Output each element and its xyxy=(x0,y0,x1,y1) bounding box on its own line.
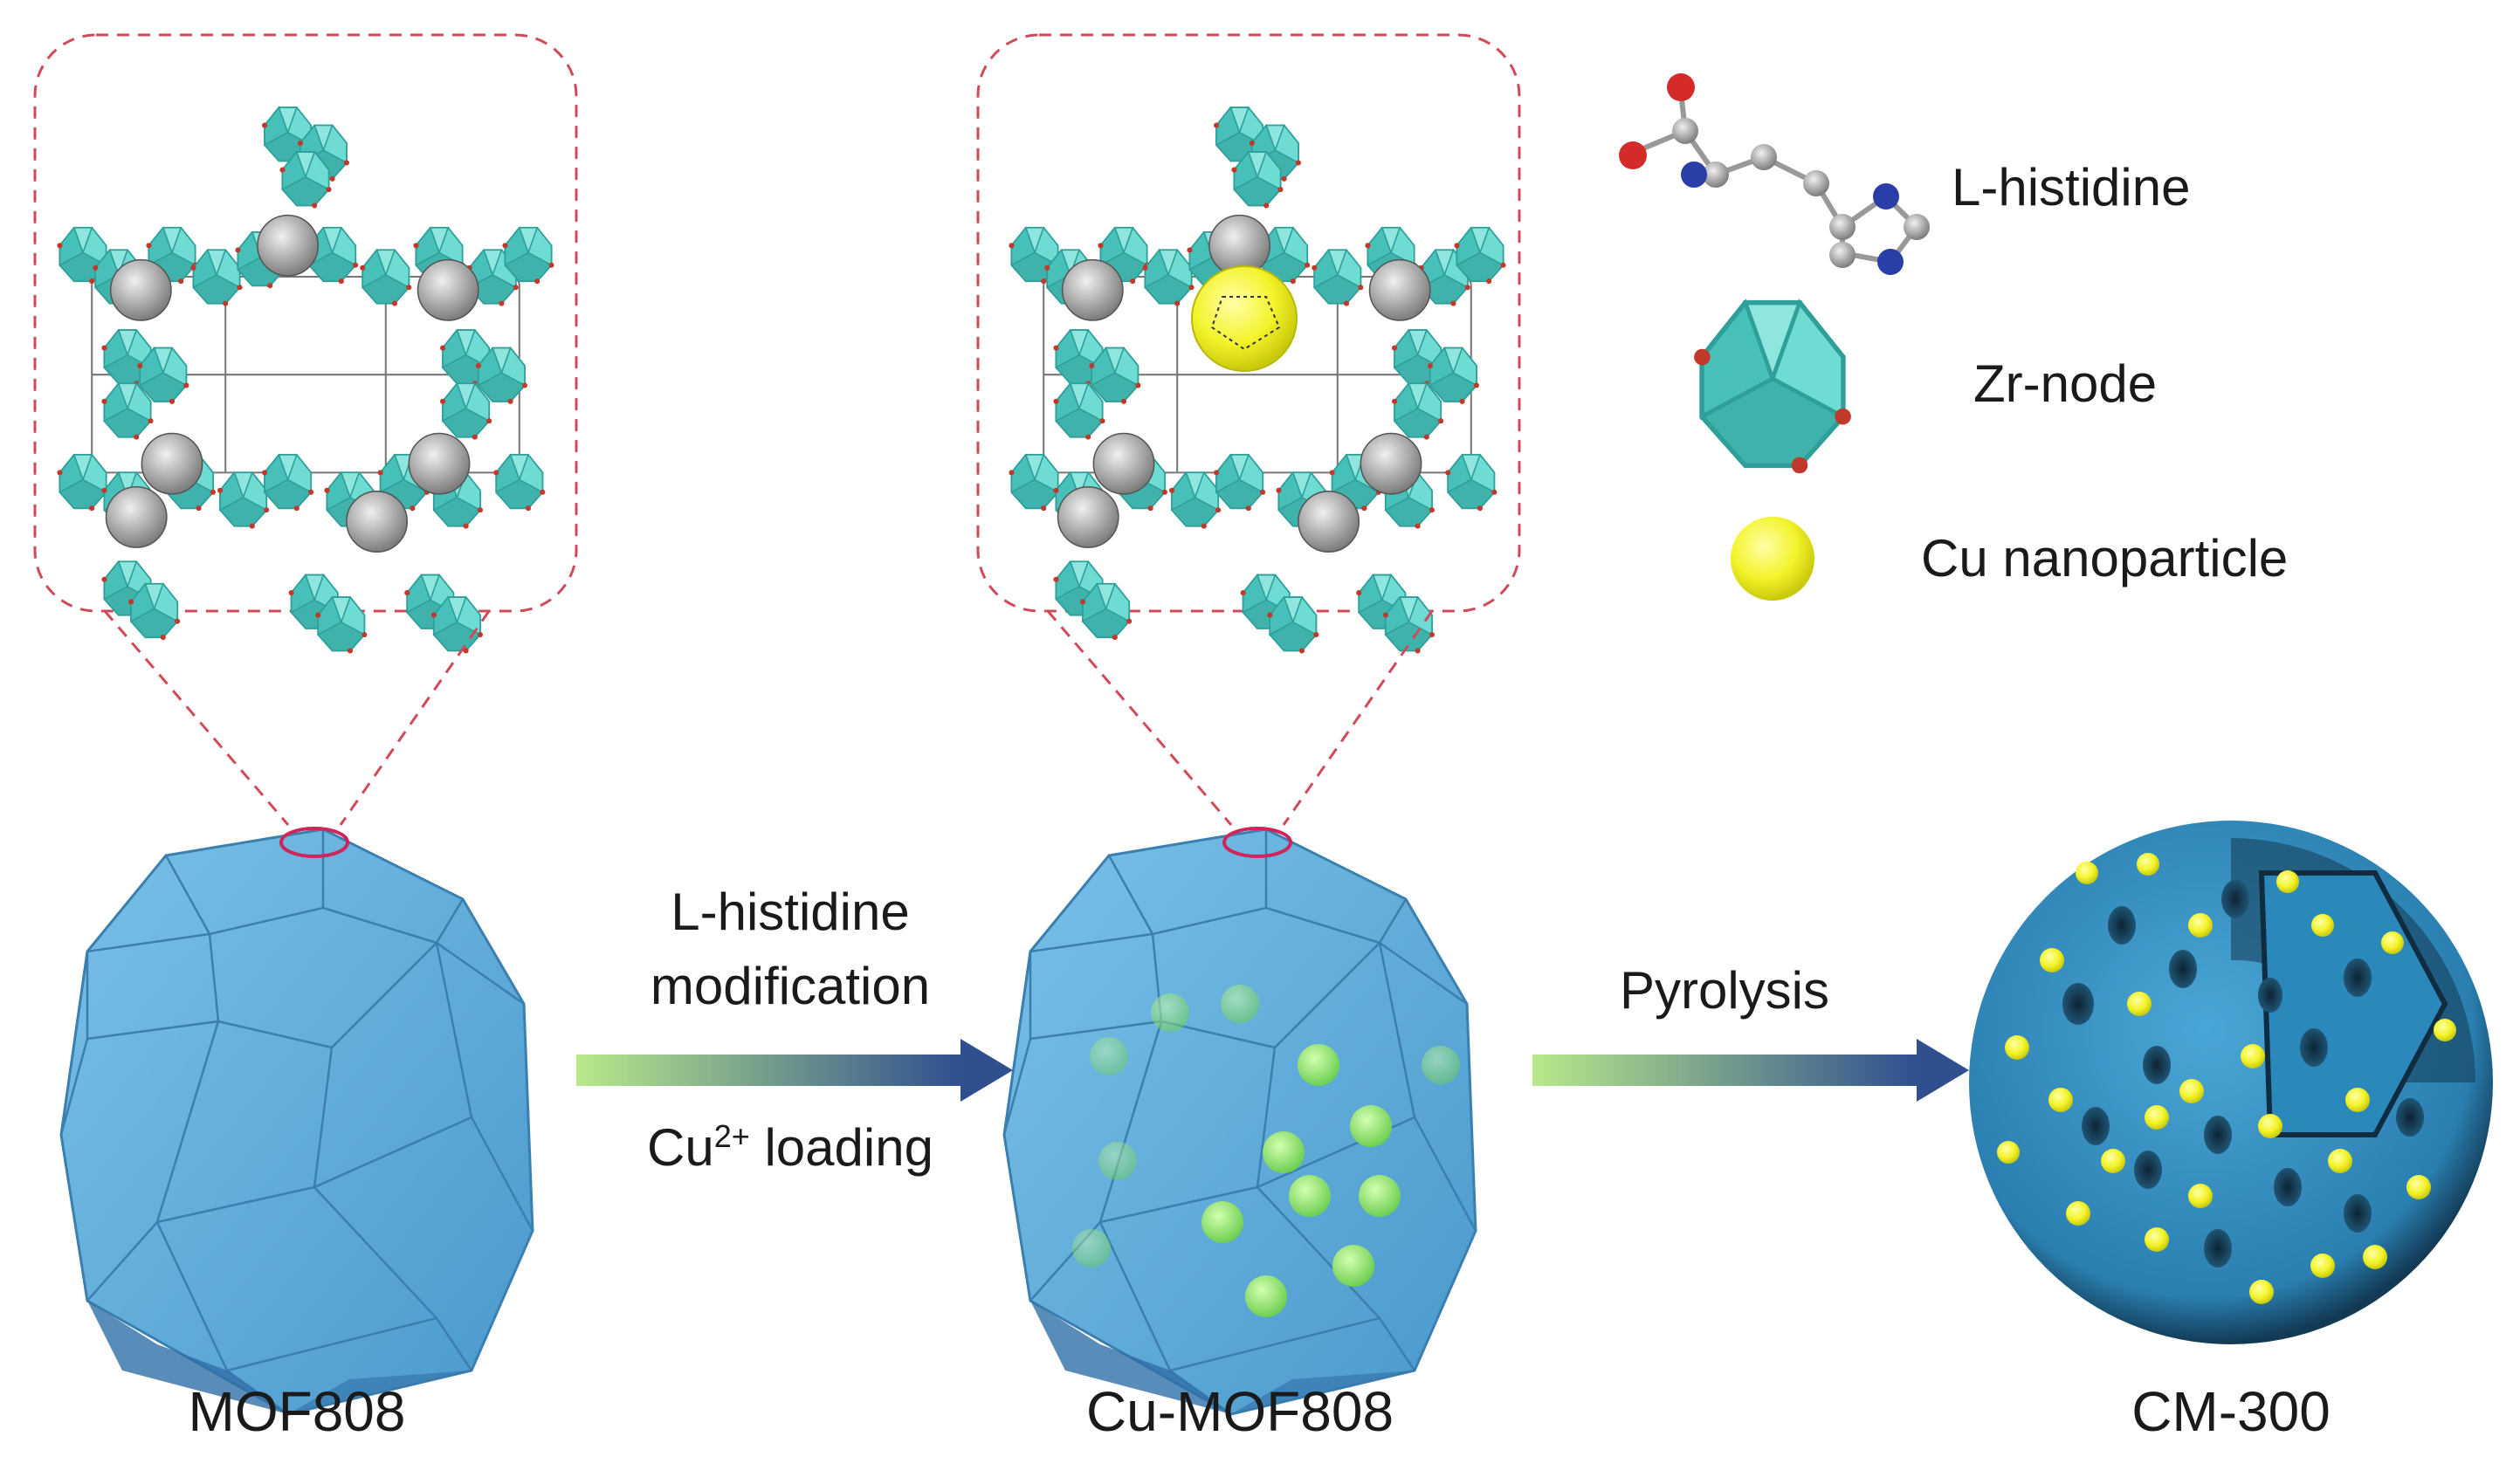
cu-nanoparticle-in-pore xyxy=(1191,265,1298,372)
cm-300-sphere xyxy=(1969,821,2493,1344)
pores xyxy=(2062,880,2424,1268)
cu-mof808-crystal xyxy=(1002,827,1477,1416)
polyhedron-icon xyxy=(1694,303,1851,473)
arrow-modification xyxy=(576,1039,1013,1102)
molecule-icon xyxy=(1619,73,1930,275)
step-label-line2: modification xyxy=(650,957,931,1015)
sphere-icon xyxy=(1731,517,1814,601)
cu-particles xyxy=(1072,985,1460,1317)
legend-label-histidine: L-histidine xyxy=(1952,158,2191,216)
arrow-pyrolysis xyxy=(1532,1039,1969,1102)
mof808-crystal xyxy=(59,827,534,1416)
zoom-window-cu-mof808 xyxy=(976,33,1521,826)
step-label-pyrolysis: Pyrolysis xyxy=(1619,961,1830,1020)
zoom-window-mof808 xyxy=(33,33,578,826)
step-label-line1: L-histidine xyxy=(671,883,910,941)
stage-label-mof808: MOF808 xyxy=(188,1380,406,1443)
step-label-cu-loading: Cu2+ loading xyxy=(647,1118,933,1177)
stage-label-cu-mof808: Cu-MOF808 xyxy=(1085,1380,1394,1443)
stage-label-cm-300: CM-300 xyxy=(2131,1380,2331,1443)
legend-label-cu-nanoparticle: Cu nanoparticle xyxy=(1921,529,2289,587)
cu-nanoparticles xyxy=(1997,853,2456,1304)
legend-label-zr-node: Zr-node xyxy=(1973,354,2158,413)
